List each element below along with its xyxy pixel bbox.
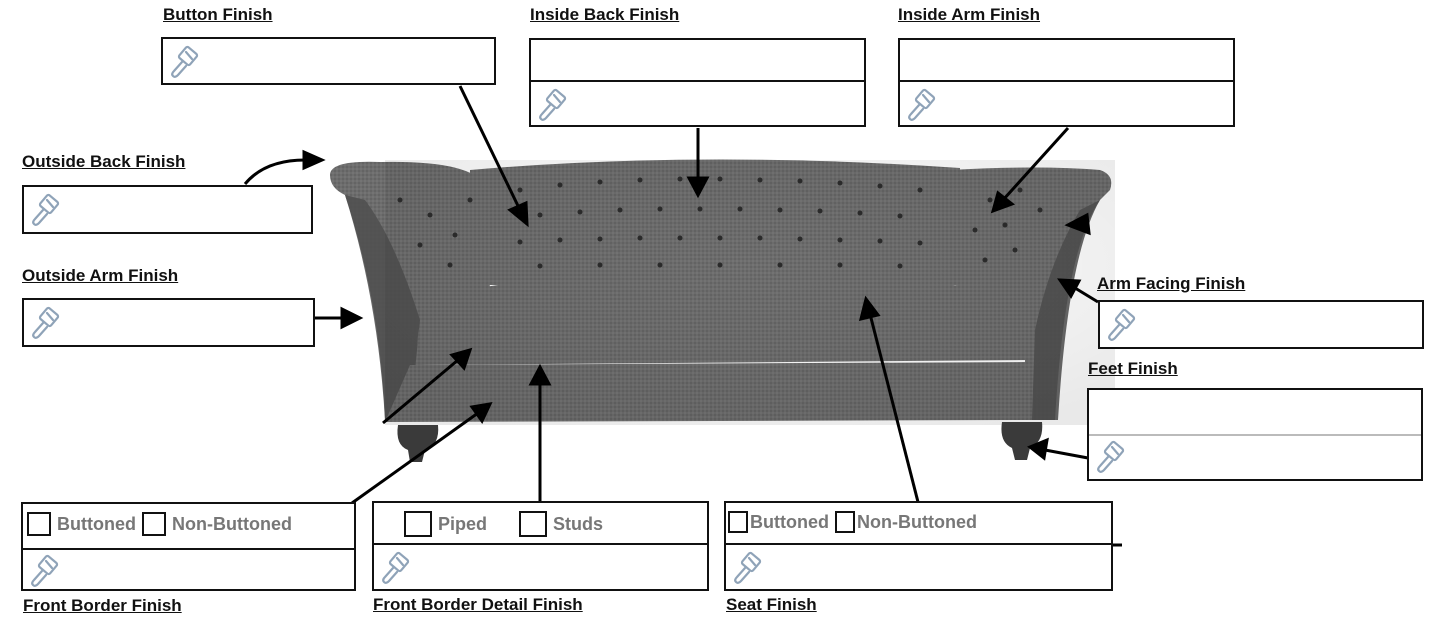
pointer-arrows xyxy=(243,85,1122,547)
sofa-feet xyxy=(397,422,1043,462)
feet-finish-label: Feet Finish xyxy=(1088,359,1178,378)
option-label: Buttoned xyxy=(750,511,829,532)
option-buttoned[interactable]: Buttoned xyxy=(728,511,829,533)
front-border-detail-finish-label: Front Border Detail Finish xyxy=(373,595,583,614)
field-divider xyxy=(23,548,354,550)
checkbox[interactable] xyxy=(834,511,855,533)
paint-brush-icon xyxy=(1102,306,1140,344)
checkbox[interactable] xyxy=(141,512,166,536)
option-non-buttoned[interactable]: Non-Buttoned xyxy=(834,511,977,533)
front-border-finish-label: Front Border Finish xyxy=(23,596,182,615)
inside-back-finish-label: Inside Back Finish xyxy=(530,5,680,24)
outside-back-finish-field[interactable] xyxy=(22,185,313,234)
sofa-right-arm xyxy=(950,167,1112,420)
field-divider xyxy=(1089,434,1421,436)
seat-options: Buttoned Non-Buttoned xyxy=(728,511,977,533)
outside-back-finish-label: Outside Back Finish xyxy=(22,152,186,171)
checkbox[interactable] xyxy=(519,511,548,537)
sofa-seat xyxy=(417,272,1031,365)
field-divider xyxy=(726,543,1111,545)
paint-brush-icon xyxy=(533,86,571,124)
arm-facing-finish-label: Arm Facing Finish xyxy=(1097,274,1246,293)
front-border-finish-field[interactable]: Buttoned Non-Buttoned xyxy=(21,502,356,591)
outside-arm-finish-label: Outside Arm Finish xyxy=(22,266,179,285)
option-studs[interactable]: Studs xyxy=(519,511,603,537)
inside-arm-finish-label: Inside Arm Finish xyxy=(898,5,1041,24)
field-divider xyxy=(374,543,707,545)
paint-brush-icon xyxy=(1091,438,1129,476)
checkbox[interactable] xyxy=(27,512,51,536)
checkbox[interactable] xyxy=(728,511,748,533)
front-border-detail-options: Piped Studs xyxy=(404,511,603,537)
option-piped[interactable]: Piped xyxy=(404,511,487,537)
sofa-left-arm xyxy=(330,161,490,420)
sofa-front-border xyxy=(385,362,1032,422)
arm-facing-finish-field[interactable] xyxy=(1098,300,1424,349)
seat-finish-label: Seat Finish xyxy=(726,595,817,614)
field-divider xyxy=(900,80,1233,82)
option-label: Studs xyxy=(553,513,604,534)
checkbox[interactable] xyxy=(404,511,432,537)
sofa-tufting xyxy=(397,176,1043,269)
button-finish-field[interactable] xyxy=(161,37,496,85)
sofa-back xyxy=(470,159,960,285)
option-label: Buttoned xyxy=(57,513,136,534)
option-buttoned[interactable]: Buttoned xyxy=(27,512,136,536)
option-label: Non-Buttoned xyxy=(171,513,292,534)
option-non-buttoned[interactable]: Non-Buttoned xyxy=(141,512,292,536)
front-border-detail-finish-field[interactable]: Piped Studs xyxy=(372,501,709,591)
paint-brush-icon xyxy=(25,552,63,590)
field-divider xyxy=(531,80,864,82)
button-finish-label: Button Finish xyxy=(163,5,273,24)
feet-finish-field[interactable] xyxy=(1087,388,1423,481)
outside-arm-finish-field[interactable] xyxy=(22,298,315,347)
inside-arm-finish-field[interactable] xyxy=(898,38,1235,127)
seat-finish-field[interactable]: Buttoned Non-Buttoned xyxy=(724,501,1113,591)
paint-brush-icon xyxy=(26,304,64,342)
paint-brush-icon xyxy=(26,191,64,229)
paint-brush-icon xyxy=(902,86,940,124)
front-border-options: Buttoned Non-Buttoned xyxy=(27,512,292,536)
paint-brush-icon xyxy=(165,43,203,81)
option-label: Piped xyxy=(438,513,488,534)
inside-back-finish-field[interactable] xyxy=(529,38,866,127)
option-label: Non-Buttoned xyxy=(856,511,977,532)
paint-brush-icon xyxy=(376,549,414,587)
paint-brush-icon xyxy=(728,549,766,587)
